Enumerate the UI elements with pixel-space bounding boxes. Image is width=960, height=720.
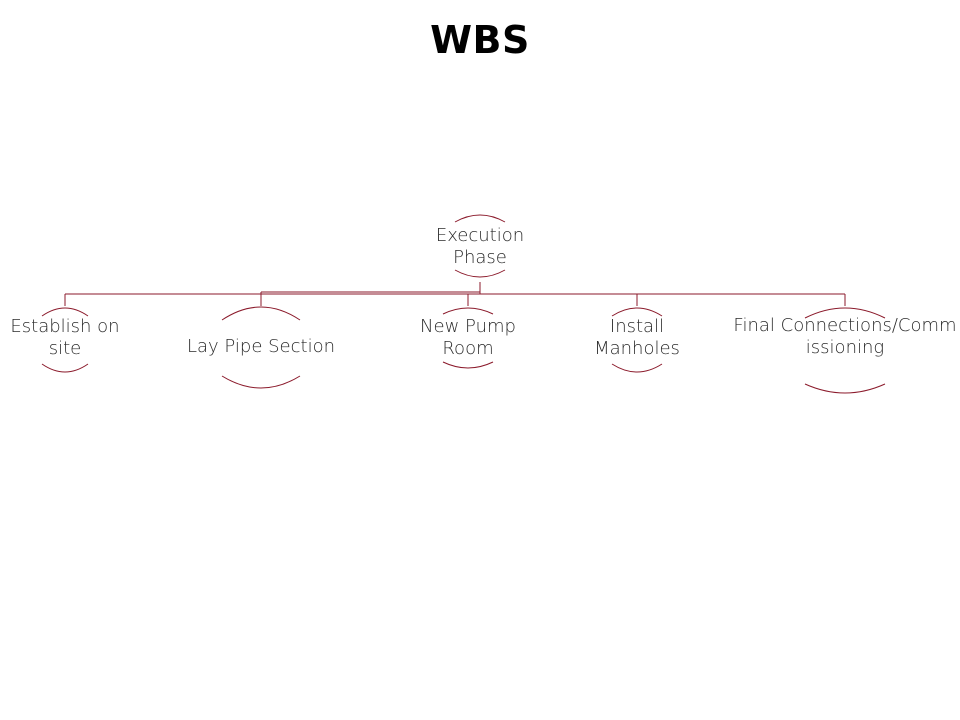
node-4-arc-top bbox=[611, 307, 663, 317]
wbs-node-new-pump-room: New Pump Room bbox=[420, 316, 516, 359]
node-5-arc-bottom bbox=[804, 383, 886, 394]
node-2-arc-bottom bbox=[221, 375, 301, 389]
node-3-arc-bottom bbox=[442, 361, 494, 369]
wbs-node-final-connections: Final Connections/Commissioning bbox=[733, 315, 957, 358]
root-node-arc-bottom bbox=[454, 269, 506, 278]
connector-lines bbox=[64, 282, 846, 306]
root-node-arc-top bbox=[454, 214, 506, 223]
node-4-arc-bottom bbox=[611, 363, 663, 373]
node-1-arc-top bbox=[41, 307, 89, 317]
wbs-node-install-manholes: Install Manholes bbox=[594, 316, 680, 359]
node-2-arc-top bbox=[221, 306, 301, 321]
wbs-node-establish-on-site: Establish on site bbox=[10, 316, 120, 359]
node-1-arc-bottom bbox=[41, 363, 89, 373]
node-3-arc-top bbox=[442, 307, 494, 315]
wbs-node-lay-pipe-section: Lay Pipe Section bbox=[187, 336, 335, 357]
slide-title: WBS bbox=[430, 18, 530, 62]
node-arcs bbox=[41, 214, 886, 394]
node-5-arc-top bbox=[804, 307, 886, 319]
wbs-root-node-label: Execution Phase bbox=[435, 225, 525, 268]
